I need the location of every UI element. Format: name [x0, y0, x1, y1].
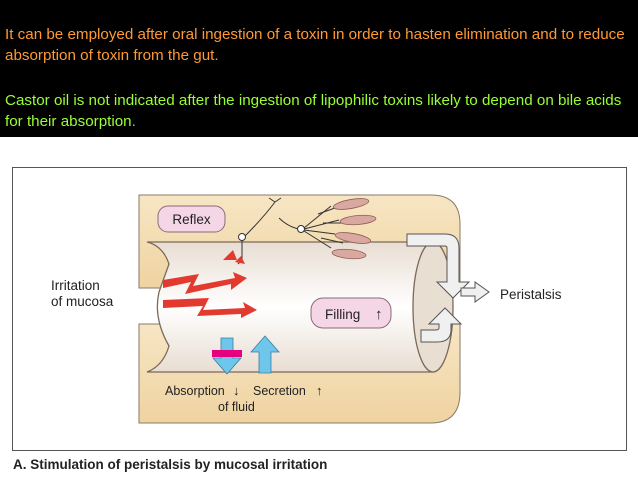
peristalsis-outflow-arrow [460, 281, 490, 303]
diagram-frame: Reflex Filling ↑ Irritation of mucosa P [12, 167, 627, 451]
paragraph-castor-oil-period: . [131, 113, 136, 130]
peristalsis-diagram: Reflex Filling ↑ Irritation of mucosa P [51, 194, 562, 424]
paragraph-castor-oil-text: Castor oil is not indicated after the in… [5, 92, 622, 130]
paragraph-elimination: It can be employed after oral ingestion … [5, 26, 625, 64]
absorption-label: Absorption [165, 384, 225, 398]
absorption-down-arrow: ↓ [233, 383, 240, 398]
diagram-caption: A. Stimulation of peristalsis by mucosal… [13, 457, 328, 472]
fluid-label: of fluid [218, 400, 255, 414]
absorption-block-marker [212, 350, 242, 357]
filling-box [310, 297, 392, 329]
reflex-box [157, 205, 226, 233]
irritation-arrows [163, 250, 257, 318]
paragraph-castor-oil: Castor oil is not indicated after the in… [5, 90, 633, 132]
irritation-label-line1: Irritation [51, 278, 100, 293]
secretion-arrow [250, 335, 280, 374]
smooth-muscle-cells [331, 198, 377, 260]
irritation-label-line2: of mucosa [51, 294, 114, 309]
reflex-label: Reflex [172, 212, 211, 227]
secretion-label: Secretion [253, 384, 306, 398]
filling-label: Filling [325, 307, 360, 322]
reflex-nerve-pathway [237, 197, 344, 265]
peristalsis-arrows [406, 233, 471, 343]
gut-lumen [146, 241, 444, 373]
filling-up-arrow: ↑ [375, 306, 383, 323]
text-panel: It can be employed after oral ingestion … [0, 0, 638, 137]
peristalsis-label: Peristalsis [500, 287, 562, 302]
secretion-up-arrow: ↑ [316, 383, 323, 398]
